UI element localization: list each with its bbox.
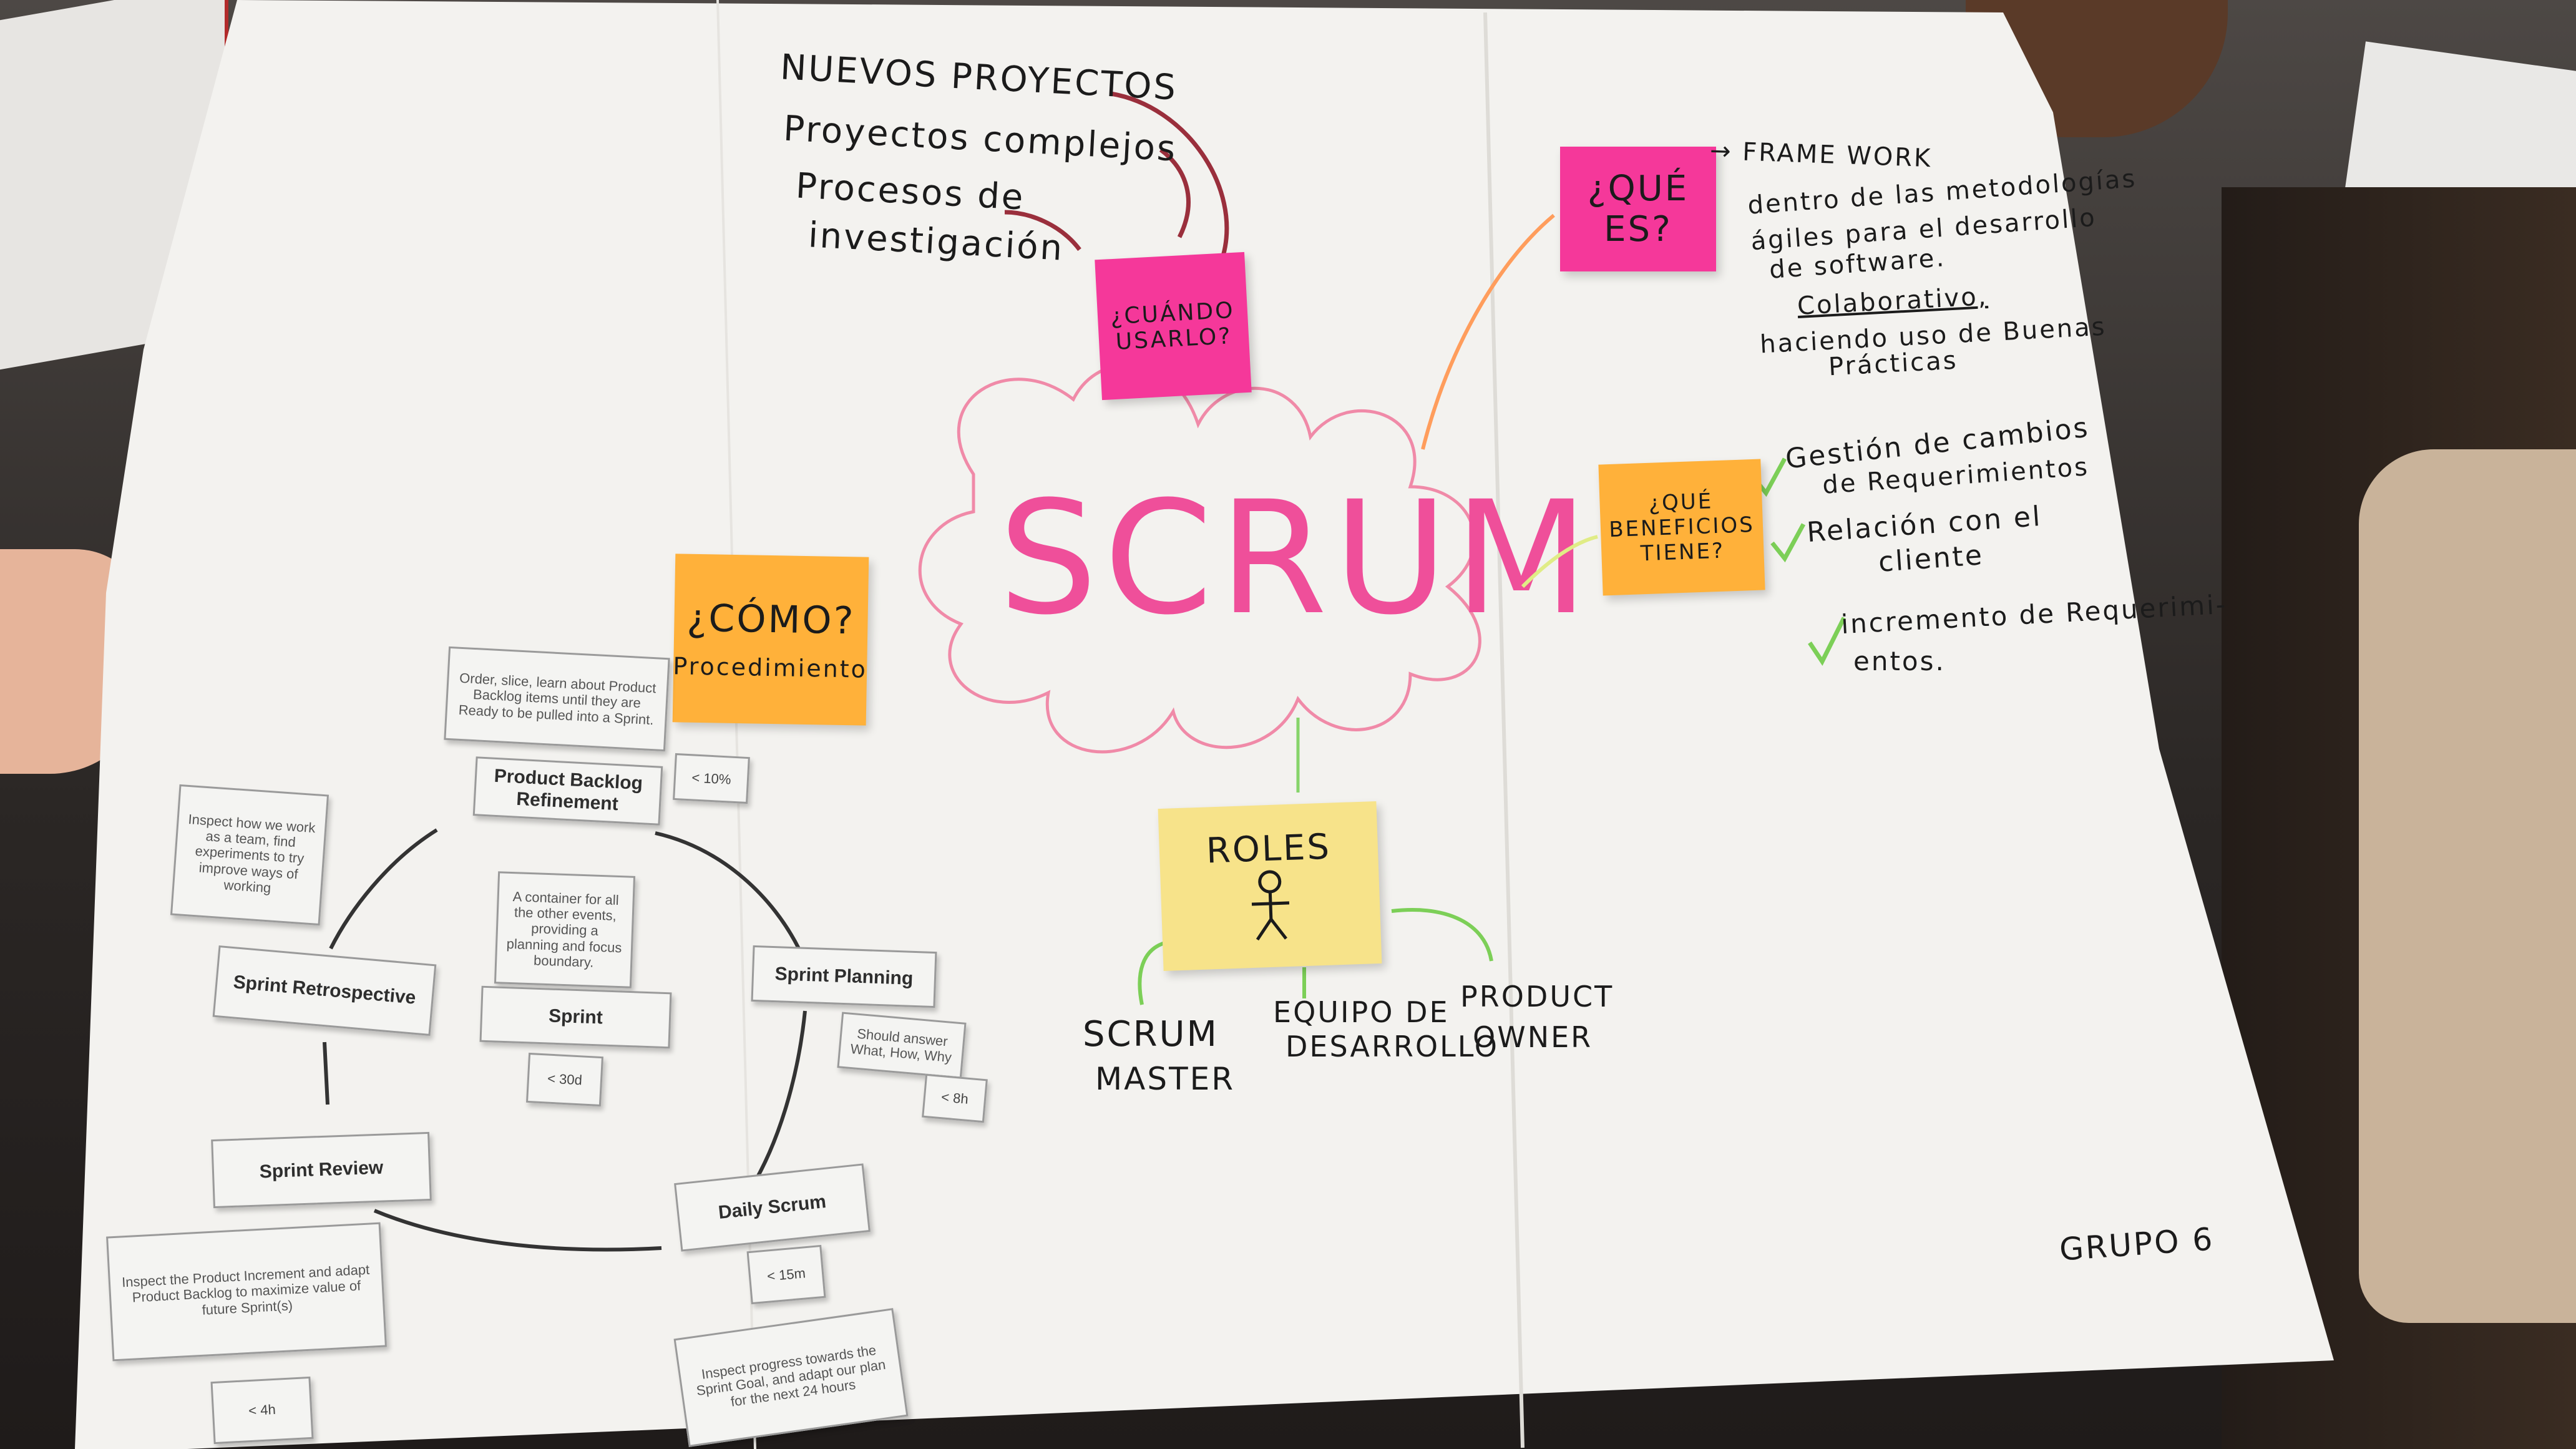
sprint-time: < 30d <box>525 1052 604 1107</box>
daily-time: < 15m <box>746 1244 826 1305</box>
how-title: ¿CÓMO? <box>686 596 856 643</box>
sprint-review-card: Sprint Review <box>211 1131 432 1209</box>
how-subtitle: Procedimiento <box>673 652 868 683</box>
sweater-right <box>2359 449 2576 1323</box>
stick-figure-icon <box>1251 870 1290 940</box>
when-note: ¿CUÁNDO USARLO? <box>1095 251 1252 401</box>
how-note: ¿CÓMO? Procedimiento <box>672 554 869 726</box>
refinement-card: Product Backlog Refinement <box>472 756 663 826</box>
refinement-description: Order, slice, learn about Product Backlo… <box>444 646 670 752</box>
role-scrum-master-2: MASTER <box>1095 1061 1235 1097</box>
role-scrum-master-1: SCRUM <box>1083 1014 1219 1055</box>
role-dev-team-1: EQUIPO DE <box>1273 995 1450 1029</box>
role-dev-team-2: DESARROLLO <box>1286 1030 1499 1063</box>
role-product-owner-1: PRODUCT <box>1460 980 1614 1013</box>
sprint-description: A container for all the other events, pr… <box>494 871 636 988</box>
roles-note: ROLES <box>1158 801 1382 972</box>
sprint-planning-card: Sprint Planning <box>751 945 937 1008</box>
review-time: < 4h <box>210 1376 314 1445</box>
role-product-owner-2: OWNER <box>1473 1020 1593 1054</box>
benefits-note: ¿QUÉ BENEFICIOS TIENE? <box>1598 459 1765 596</box>
roles-title: ROLES <box>1205 826 1332 872</box>
planning-time: < 8h <box>922 1073 988 1123</box>
retrospective-description: Inspect how we work as a team, find expe… <box>170 784 329 926</box>
planning-description: Should answer What, How, Why <box>837 1012 967 1079</box>
what-note: ¿QUÉ ES? <box>1560 147 1716 271</box>
sprint-card: Sprint <box>479 985 672 1049</box>
refinement-time: < 10% <box>673 753 750 804</box>
review-description: Inspect the Product Increment and adapt … <box>106 1222 387 1362</box>
benefit-3b: entos. <box>1853 646 1946 676</box>
